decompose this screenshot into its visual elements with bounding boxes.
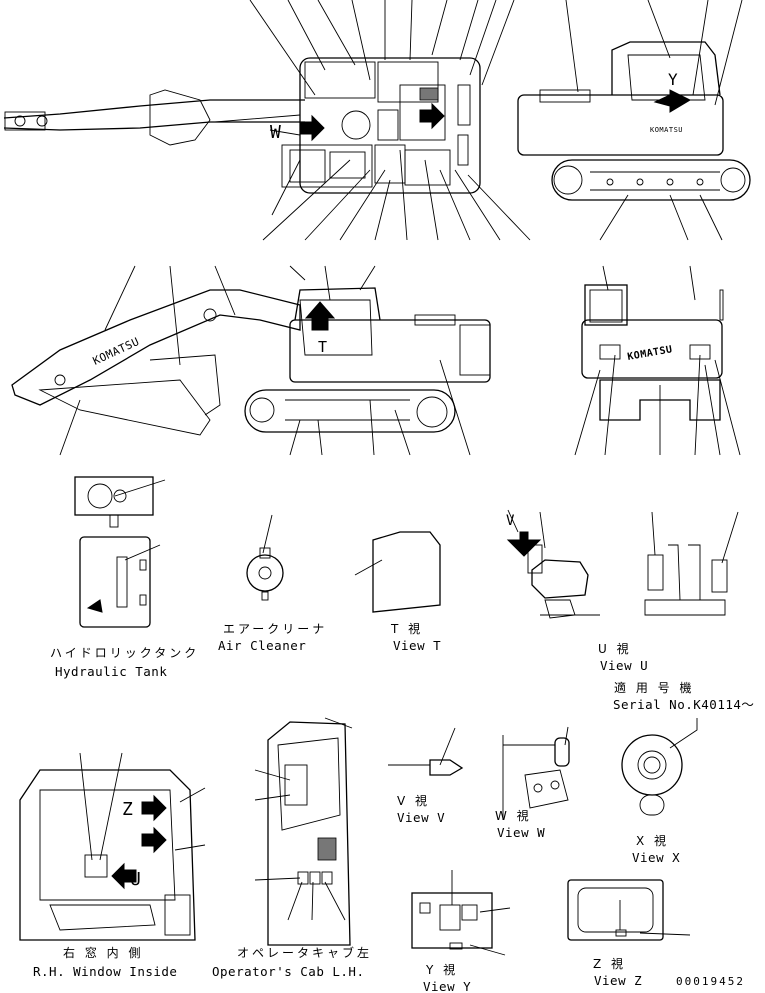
full-side-view: KOMATSU T xyxy=(11,265,491,456)
serial-label-en: Serial No.K40114～ xyxy=(613,697,754,712)
view-w-detail: W 視 View W xyxy=(495,726,570,840)
rh-window-label-en: R.H. Window Inside xyxy=(33,964,177,979)
top-plan-view: W xyxy=(3,0,531,241)
view-v-label-en: View V xyxy=(397,810,445,825)
view-w-label-en: View W xyxy=(497,825,545,840)
air-cleaner-label-jp: エアークリーナ xyxy=(223,622,327,636)
view-x-label-jp: X 視 xyxy=(636,833,669,848)
rh-window-inside-detail: Z U 右 窓 内 側 R.H. Window Inside xyxy=(19,752,206,979)
view-v-detail: V 視 View V xyxy=(388,727,464,825)
view-w-label-jp: W 視 xyxy=(495,808,532,823)
view-y-label-en: View Y xyxy=(423,979,471,993)
view-z-label-en: View Z xyxy=(594,973,642,988)
view-z-label-jp: Z 視 xyxy=(593,956,626,971)
serial-label-jp: 適 用 号 機 xyxy=(614,680,694,695)
right-side-view: Y KOMATSU xyxy=(517,0,751,241)
view-z-detail: Z 視 View Z xyxy=(567,879,691,988)
hydraulic-tank-label-en: Hydraulic Tank xyxy=(55,664,167,679)
rear-view: KOMATSU xyxy=(574,265,741,456)
hydraulic-tank-detail: ハイドロリックタンク Hydraulic Tank xyxy=(50,476,199,679)
view-u-detail: V U 視 View U 適 用 号 機 Serial No.K40114～ xyxy=(506,509,754,712)
operator-cab-lh-detail: オペレータキャブ左 Operator's Cab L.H. xyxy=(212,717,372,979)
view-t-label-en: View T xyxy=(393,638,441,653)
view-w-marker: W xyxy=(270,122,281,143)
hydraulic-tank-label-jp: ハイドロリックタンク xyxy=(50,646,199,660)
drawing-number: 00019452 xyxy=(676,975,745,988)
view-v-label-jp: V 視 xyxy=(397,793,430,808)
view-y-marker: Y xyxy=(668,70,678,89)
rh-window-label-jp: 右 窓 内 側 xyxy=(63,945,143,960)
view-u-label-jp: U 視 xyxy=(598,641,632,656)
view-t-marker: T xyxy=(318,338,328,356)
view-x-detail: X 視 View X xyxy=(621,718,698,865)
air-cleaner-label-en: Air Cleaner xyxy=(218,638,306,653)
view-x-label-en: View X xyxy=(632,850,680,865)
cab-lh-label-en: Operator's Cab L.H. xyxy=(212,964,365,979)
view-u-label-en: View U xyxy=(600,658,648,673)
view-v-marker: V xyxy=(506,513,515,529)
brand-mark-boom: KOMATSU xyxy=(91,335,142,368)
brand-mark-side: KOMATSU xyxy=(650,126,683,134)
view-t-label-jp: T 視 xyxy=(390,621,423,636)
view-t-detail: T 視 View T xyxy=(354,531,441,653)
air-cleaner-detail: エアークリーナ Air Cleaner xyxy=(218,514,327,653)
view-z-marker: Z xyxy=(122,799,133,820)
cab-lh-label-jp: オペレータキャブ左 xyxy=(237,945,372,960)
brand-mark-rear: KOMATSU xyxy=(627,344,674,363)
view-y-detail: Y 視 View Y xyxy=(411,870,511,993)
view-y-label-jp: Y 視 xyxy=(425,962,458,977)
